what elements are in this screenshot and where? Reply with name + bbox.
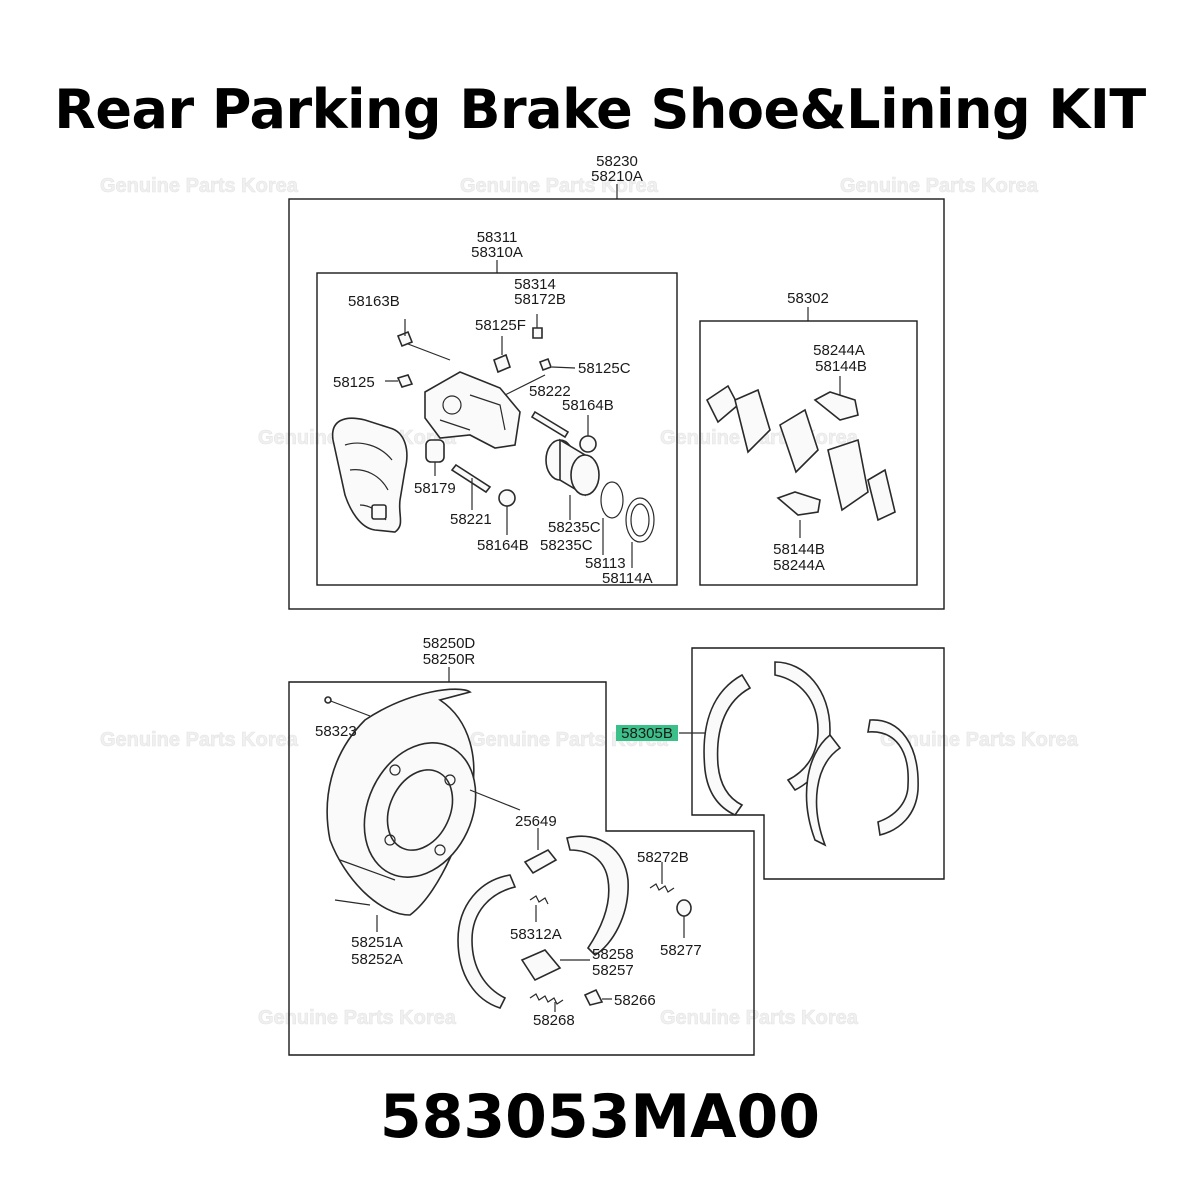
label-58164B: 58164B [477,537,529,554]
watermarks: Genuine Parts Korea Genuine Parts Korea … [100,175,1079,1030]
label-58230: 58230 [596,153,638,170]
boot-58125 [396,374,414,388]
dust-shield-part [326,688,477,916]
label-58310A: 58310A [471,244,523,261]
label-25649: 25649 [515,813,557,830]
page-title: Rear Parking Brake Shoe&Lining KIT [54,78,1146,141]
spring-58272B [649,883,675,893]
label-58302: 58302 [787,290,829,307]
watermark-text: Genuine Parts Korea [660,1007,859,1029]
label-58314: 58314 [514,276,556,293]
label-58179: 58179 [414,480,456,497]
label-58257: 58257 [592,962,634,979]
watermark-text: Genuine Parts Korea [100,729,299,751]
label-58252A: 58252A [351,951,403,968]
label-58221: 58221 [450,511,492,528]
lever-58258 [520,949,562,982]
label-58250R: 58250R [423,651,476,668]
nut-58164B-b [498,489,516,507]
boot-58125F [493,353,511,374]
boot-58114A [625,497,655,543]
brake-pad-part [705,384,896,522]
label-58277: 58277 [660,942,702,959]
caliper-carrier-frame [316,272,678,586]
watermark-text: Genuine Parts Korea [460,175,659,197]
seal-58113 [600,481,624,519]
nut-58164B-a [579,435,597,453]
label-58113: 58113 [585,555,626,572]
label-58172B: 58172B [514,291,566,308]
part-number: 583053MA00 [379,1082,821,1152]
caliper-housing-part [331,417,408,533]
label-58268: 58268 [533,1012,575,1029]
watermark-text: Genuine Parts Korea [840,175,1039,197]
label-58235C: 58235C [540,537,593,554]
parking-shoe-part [703,661,919,847]
bolt-58323 [324,696,371,717]
guide-pin-58222 [530,410,570,439]
highlighted-part-badge [616,725,678,741]
spring-58312A [529,895,549,905]
shoe-assembly-part [457,835,629,1009]
caliper-assembly-frame [288,198,945,610]
watermark-text: Genuine Parts Korea [880,729,1079,751]
brake-pads-frame [699,320,918,586]
label-58210A: 58210A [591,168,643,185]
label-58125F: 58125F [475,317,526,334]
label-58272B: 58272B [637,849,689,866]
clip-58172B [532,327,543,339]
label-58164B: 58164B [562,397,614,414]
label-58125C: 58125C [578,360,631,377]
label-58312A: 58312A [510,926,562,943]
label-58125: 58125 [333,374,375,391]
pin-58179 [425,439,445,463]
shoe-lining-kit-frame [691,647,945,880]
caliper-bracket-part [424,371,521,449]
label-58305B: 58305B [621,725,673,742]
clip-58266 [583,988,604,1006]
label-58222: 58222 [529,383,571,400]
adjuster-25649 [523,848,558,875]
label-58114A: 58114A [602,570,653,587]
label-58163B: 58163B [348,293,400,310]
label-58235C: 58235C [548,519,601,536]
label-58251A: 58251A [351,934,403,951]
piston-58235C [545,438,600,497]
watermark-text: Genuine Parts Korea [100,175,299,197]
label-58244A: 58244A [773,557,825,574]
boot-58125C [538,357,553,372]
washer-58277 [676,899,692,917]
backing-plate-frame [288,681,755,1056]
watermark-text: Genuine Parts Korea [258,1007,457,1029]
bolt-58163B [396,330,451,361]
guide-pin-58221 [450,463,492,494]
label-58244A: 58244A [813,342,865,359]
label-58144B: 58144B [773,541,825,558]
label-58258: 58258 [592,946,634,963]
label-58266: 58266 [614,992,656,1009]
label-58250D: 58250D [423,635,476,652]
spring-58268 [529,993,564,1005]
label-58311: 58311 [477,229,518,246]
label-58144B: 58144B [815,358,867,375]
label-58323: 58323 [315,723,357,740]
